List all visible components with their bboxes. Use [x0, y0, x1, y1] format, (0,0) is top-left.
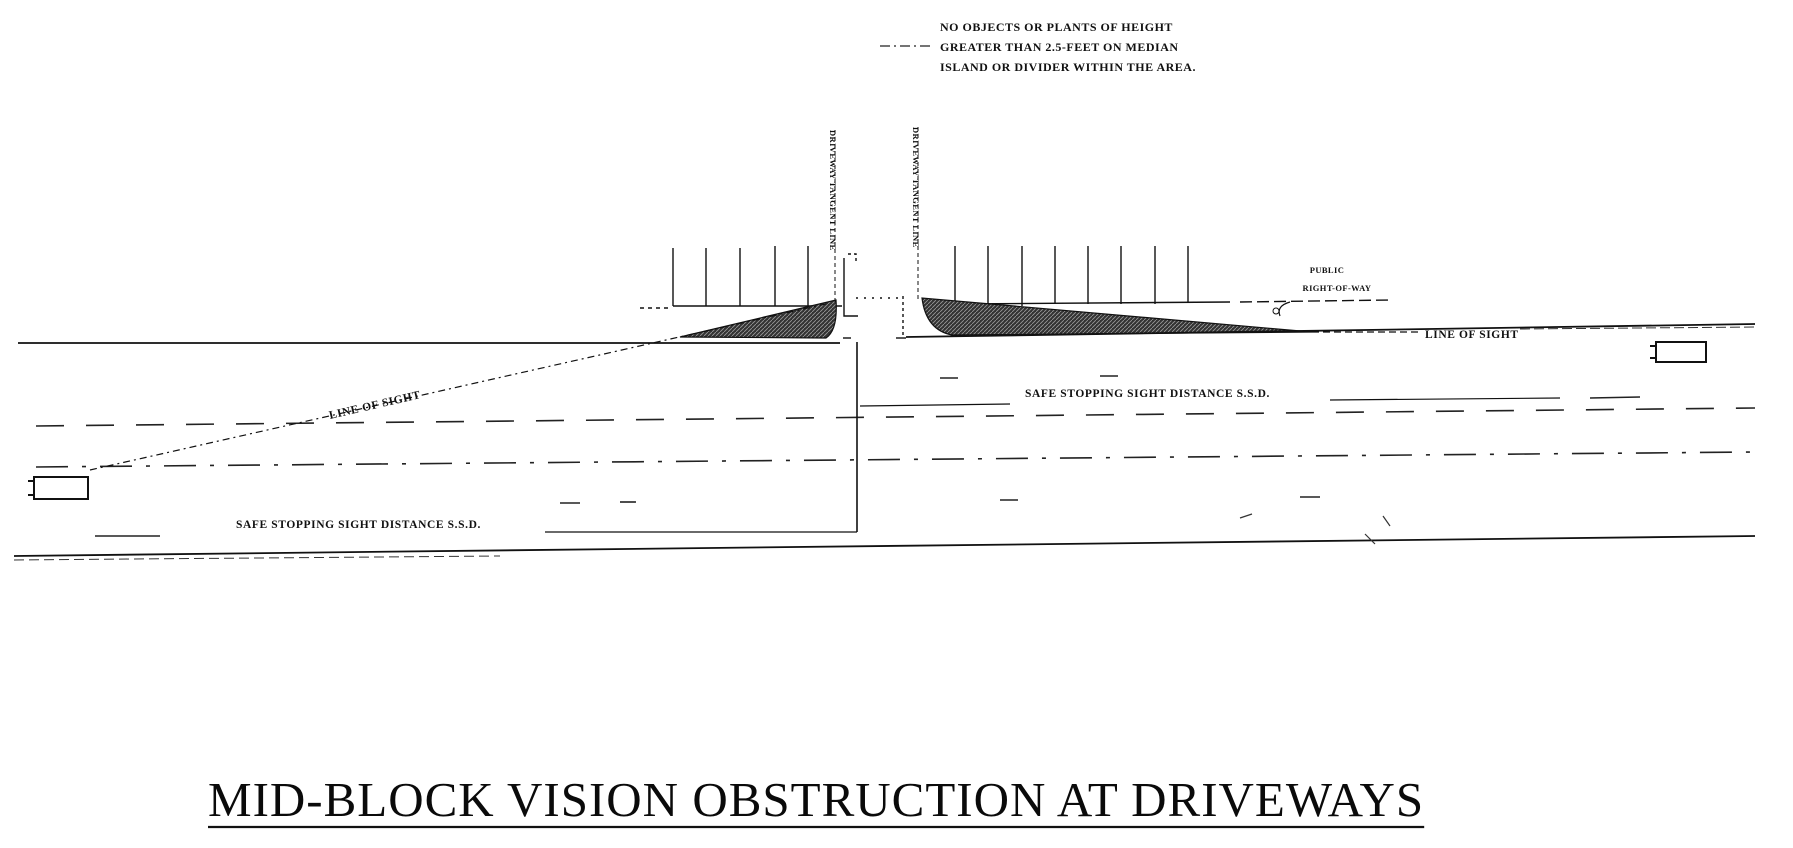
left-tangent-label: DRIVEWAY TANGENT LINE [828, 130, 838, 251]
mark [1364, 533, 1376, 545]
driveway [843, 253, 906, 339]
vehicle-right [1650, 341, 1707, 363]
lot-base-line [954, 301, 1231, 305]
lots-left [672, 246, 842, 307]
road-edge-bottom-secondary [13, 555, 501, 561]
ssd-upper-dimension-right [1329, 397, 1561, 401]
lane-dash-upper [1589, 396, 1641, 399]
road-edge-top-right-secondary [1519, 326, 1756, 330]
right-of-way-line [1239, 299, 1391, 303]
median-line [35, 451, 1756, 468]
lane-lines [35, 375, 1756, 537]
public-row-line-2: RIGHT-OF-WAY [1303, 283, 1372, 293]
driveway-curb-left [848, 253, 857, 262]
public-row-line-1: PUBLIC [1310, 265, 1345, 275]
line-of-sight-right-label: LINE OF SIGHT [1425, 329, 1519, 341]
road-edge-top-right [905, 323, 1756, 338]
note-line-3: ISLAND OR DIVIDER WITHIN THE AREA. [940, 60, 1196, 74]
public-right-of-way: PUBLIC RIGHT-OF-WAY [1272, 265, 1372, 317]
driveway-edge-left [843, 258, 858, 317]
mark [1382, 515, 1391, 527]
vision-obstruction-note: NO OBJECTS OR PLANTS OF HEIGHT GREATER T… [880, 20, 1196, 74]
mark [1239, 513, 1253, 519]
diagram-title: MID-BLOCK VISION OBSTRUCTION AT DRIVEWAY… [208, 772, 1424, 827]
line-of-sight-left [89, 302, 831, 471]
vehicle-body [33, 476, 89, 500]
vehicle-left [28, 476, 89, 500]
public-row-leader [1278, 301, 1291, 317]
right-tangent-label: DRIVEWAY TANGENT LINE [911, 127, 921, 248]
lots-right [640, 246, 1391, 309]
ssd-upper-label: SAFE STOPPING SIGHT DISTANCE S.S.D. [1025, 388, 1270, 400]
ssd-upper-dimension-left [859, 403, 1011, 407]
drawing-marks [1239, 513, 1391, 545]
note-line-2: GREATER THAN 2.5-FEET ON MEDIAN [940, 40, 1179, 54]
note-line-1: NO OBJECTS OR PLANTS OF HEIGHT [940, 20, 1173, 34]
ssd-lower-label: SAFE STOPPING SIGHT DISTANCE S.S.D. [236, 519, 481, 531]
leader-marker [1272, 307, 1280, 315]
vehicle-body [1655, 341, 1707, 363]
lane-line-upper [35, 407, 1756, 427]
road-edge-bottom [13, 535, 1756, 557]
vision-obstruction-area-right [921, 297, 1313, 336]
line-of-sight-left-label: LINE OF SIGHT [328, 389, 422, 422]
